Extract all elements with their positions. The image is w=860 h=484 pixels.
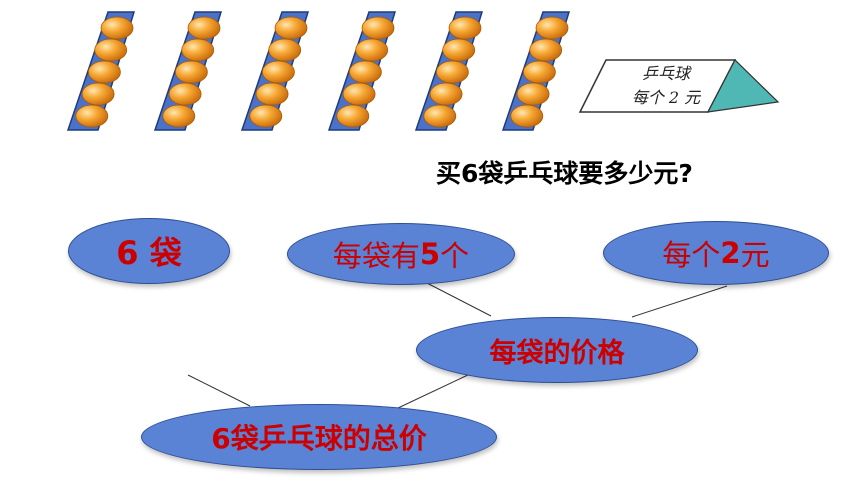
ping-pong-ball [261, 60, 295, 84]
price-tag-text: 乒乓球 每个 2 元 [596, 62, 736, 110]
connector-per-bag [422, 280, 492, 317]
ping-pong-ball [181, 38, 215, 62]
connector-total-left [187, 374, 251, 407]
ping-pong-ball [268, 38, 302, 62]
ping-pong-ball [523, 60, 556, 84]
node-price-per-bag: 每袋的价格 [416, 317, 698, 383]
ping-pong-ball [88, 60, 121, 84]
ping-pong-ball-bags [66, 11, 571, 131]
ping-pong-ball [516, 82, 550, 106]
ball-bag [327, 11, 397, 131]
node-balls-per-bag-suffix: 个 [440, 239, 470, 273]
ping-pong-ball [274, 16, 308, 40]
ping-pong-ball [348, 60, 382, 84]
price-tag-line-1: 乒乓球 [641, 64, 690, 83]
ping-pong-ball [442, 38, 476, 62]
node-unit-price-number: 2 [720, 236, 741, 270]
node-unit-price-suffix: 元 [740, 238, 770, 272]
node-price-per-bag-label: 每袋的价格 [489, 337, 625, 369]
ping-pong-ball [100, 16, 134, 40]
ball-bag [66, 11, 136, 131]
ping-pong-ball [361, 16, 395, 40]
ping-pong-ball [168, 82, 202, 106]
price-tag-line-2: 每个 2 元 [631, 88, 701, 107]
ping-pong-ball [336, 104, 370, 128]
ping-pong-ball [187, 16, 221, 40]
node-total-price: 6袋乒乓球的总价 [141, 404, 497, 470]
ping-pong-ball [94, 38, 128, 62]
ping-pong-ball [75, 104, 109, 128]
question-text: 买6袋乒乓球要多少元? [436, 159, 693, 188]
node-balls-per-bag-number: 5 [419, 237, 441, 271]
ping-pong-ball [255, 82, 289, 106]
connector-bag-price-total [397, 373, 471, 409]
node-unit-price-prefix: 每个 [662, 238, 721, 272]
ball-bag [240, 11, 310, 131]
node-total-price-label: 6袋乒乓球的总价 [211, 422, 427, 455]
ping-pong-ball [535, 16, 569, 40]
ping-pong-ball [249, 104, 283, 128]
connector-unit-price [631, 285, 728, 318]
ping-pong-ball [448, 16, 482, 40]
node-six-bags: 6 袋 [68, 218, 230, 284]
ball-bag [501, 11, 571, 131]
ping-pong-ball [162, 104, 196, 128]
ping-pong-ball [429, 82, 463, 106]
ping-pong-ball [529, 38, 563, 62]
ping-pong-ball [81, 82, 115, 106]
ball-bag [153, 11, 223, 131]
ping-pong-ball [355, 38, 389, 62]
node-balls-per-bag-prefix: 每袋有 [332, 239, 420, 273]
ping-pong-ball [510, 104, 544, 128]
node-six-bags-label: 6 袋 [116, 234, 182, 272]
ping-pong-ball [342, 82, 376, 106]
ping-pong-ball [174, 60, 208, 84]
ping-pong-ball [423, 104, 457, 128]
price-tag-card [578, 59, 780, 113]
connector-lines [187, 280, 728, 409]
ping-pong-ball [435, 60, 469, 84]
ball-bag [414, 11, 484, 131]
